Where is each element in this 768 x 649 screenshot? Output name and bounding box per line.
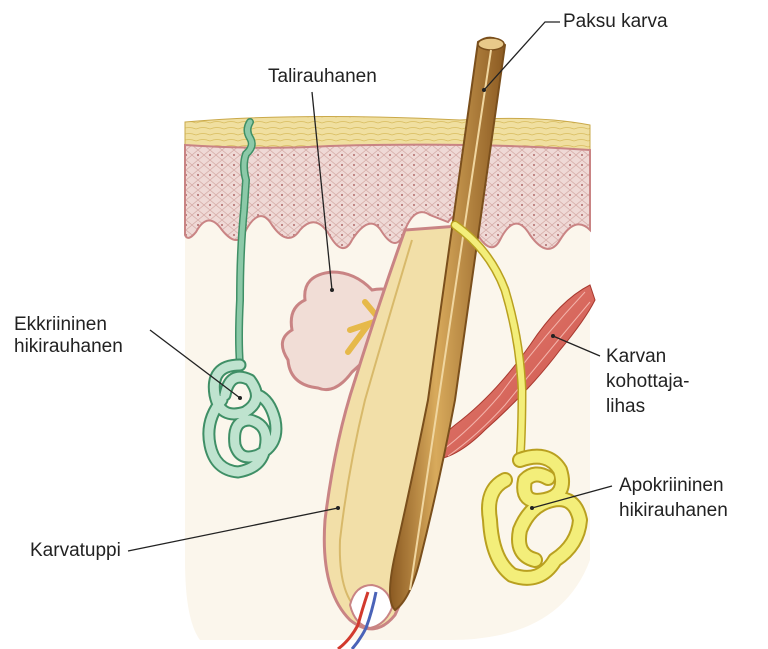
label-karvatuppi: Karvatuppi — [30, 540, 121, 562]
label-karvan-line1: Karvan — [606, 344, 689, 369]
label-apokriininen-line2: hikirauhanen — [619, 498, 728, 523]
label-ekkriininen-line1: Ekkriininen — [14, 314, 123, 336]
label-apokriininen-line1: Apokriininen — [619, 473, 728, 498]
label-ekkriininen-hikirauhanen: Ekkriininen hikirauhanen — [14, 314, 123, 358]
label-ekkriininen-line2: hikirauhanen — [14, 336, 123, 358]
label-talirauhanen: Talirauhanen — [268, 66, 377, 88]
label-karvan-line3: lihas — [606, 394, 689, 419]
label-paksu-karva: Paksu karva — [563, 11, 668, 33]
label-karvan-kohottajalihas: Karvan kohottaja- lihas — [606, 344, 689, 419]
label-apokriininen-hikirauhanen: Apokriininen hikirauhanen — [619, 473, 728, 523]
label-karvan-line2: kohottaja- — [606, 369, 689, 394]
